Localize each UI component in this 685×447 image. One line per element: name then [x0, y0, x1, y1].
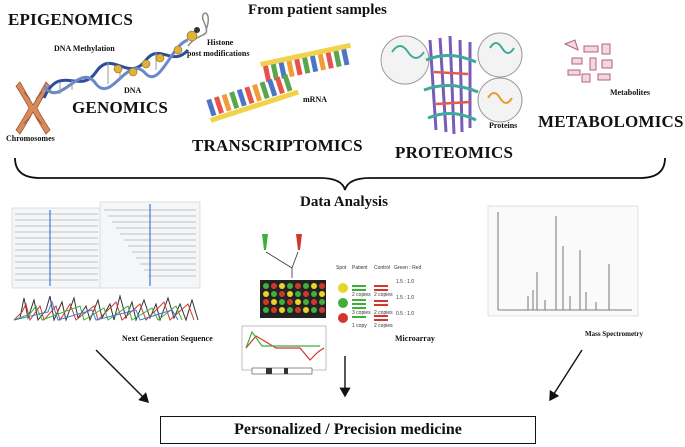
arrows — [95, 349, 583, 403]
label-dna-methylation: DNA Methylation — [54, 44, 115, 53]
label-chromosomes: Chromosomes — [6, 134, 55, 143]
microarray-panel — [241, 234, 388, 375]
metabolites-icon — [563, 39, 613, 83]
label-proteins: Proteins — [489, 121, 518, 130]
label-mrna: mRNA — [303, 95, 327, 104]
row3-control: 2 copies — [374, 323, 393, 329]
row1-control: 2 copies — [374, 292, 393, 298]
label-ngs: Next Generation Sequence — [122, 334, 213, 343]
label-metabolomics: METABOLOMICS — [538, 112, 684, 131]
histone-beads-icon — [113, 27, 200, 77]
label-microarray: Microarray — [395, 334, 435, 343]
row2-patient: 3 copies — [352, 310, 371, 316]
label-proteomics: PROTEOMICS — [395, 143, 514, 162]
dna-helix-icon — [42, 12, 209, 99]
label-histone-line2: post modifications — [187, 49, 250, 58]
protein-structure-icon — [380, 32, 523, 135]
label-dna: DNA — [124, 86, 142, 95]
label-epigenomics: EPIGENOMICS — [8, 10, 133, 29]
outcome-label: Personalized / Precision medicine — [234, 421, 462, 438]
label-genomics: GENOMICS — [72, 98, 169, 117]
label-metabolites: Metabolites — [610, 88, 650, 97]
section-title-data-analysis: Data Analysis — [300, 194, 388, 210]
label-transcriptomics: TRANSCRIPTOMICS — [192, 136, 363, 155]
row1-patient: 2 copies — [352, 292, 371, 298]
label-mass-spectrometry: Mass Spectrometry — [585, 330, 643, 338]
row3-patient: 1 copy — [352, 323, 367, 329]
row2-control: 2 copies — [374, 310, 393, 316]
mass-spectrum-panel — [487, 205, 639, 317]
chromosome-icon — [15, 81, 51, 135]
chromatogram-trace — [13, 294, 199, 322]
label-histone: Histone — [207, 38, 233, 47]
row1-ratio: 1.5 : 1.0 — [396, 279, 415, 285]
label-histone-line1: Histone — [207, 38, 234, 47]
col-ratio: Green : Red — [394, 265, 422, 271]
col-patient: Patient — [352, 265, 368, 271]
outcome-box: Personalized / Precision medicine — [160, 416, 536, 444]
row2-ratio: 1.5 : 1.0 — [396, 295, 415, 301]
ngs-alignment-panel — [11, 201, 201, 289]
microarray-grid — [263, 283, 325, 313]
microarray-bars — [352, 285, 388, 321]
arrow-ngs — [95, 349, 149, 403]
row3-ratio: 0.5 : 1.0 — [396, 311, 415, 317]
arrow-mass-spec — [549, 349, 583, 402]
section-title-patient-samples: From patient samples — [248, 2, 387, 18]
mrna-strand-icon — [206, 42, 352, 123]
col-control: Control — [374, 265, 391, 271]
col-spot: Spot — [336, 265, 347, 271]
bracket-connector — [14, 157, 666, 191]
microarray-spots — [338, 283, 348, 323]
